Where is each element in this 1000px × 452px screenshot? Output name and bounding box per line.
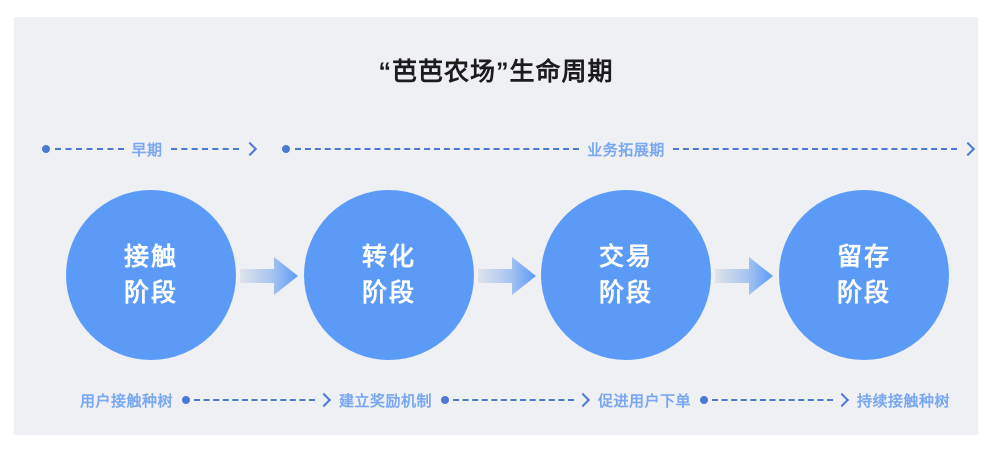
stage-label-line1: 接触: [123, 242, 178, 271]
arrow-head-icon: [578, 393, 589, 407]
stage-circle-conversion[interactable]: 转化 阶段: [304, 190, 474, 360]
stage-circle-retention[interactable]: 留存 阶段: [779, 190, 949, 360]
rail-start-dot-icon: [282, 145, 290, 153]
arrow-head-icon: [245, 142, 256, 156]
flow-arrow-icon: [240, 257, 298, 295]
dashed-line: [672, 148, 958, 150]
caption-connector: [441, 393, 589, 407]
connector-dot-icon: [182, 396, 191, 404]
caption-label-reward: 建立奖励机制: [339, 392, 433, 410]
stage-circle-transaction[interactable]: 交易 阶段: [541, 190, 711, 360]
caption-label-order: 促进用户下单: [598, 392, 692, 410]
dashed-line: [194, 399, 315, 401]
stage-label-line1: 转化: [361, 242, 416, 271]
flow-arrow-icon: [715, 257, 773, 295]
stage-label-line2: 阶段: [598, 279, 653, 307]
stage-label-line2: 阶段: [836, 279, 891, 307]
phase-rail-expansion: 业务拓展期: [282, 138, 974, 160]
phase-label-expansion: 业务拓展期: [587, 141, 665, 159]
caption-connector: [182, 393, 330, 407]
dashed-line: [453, 399, 574, 401]
stage-label-line2: 阶段: [123, 279, 178, 307]
connector-dot-icon: [700, 396, 709, 404]
connector-dot-icon: [441, 396, 450, 404]
dashed-line: [712, 399, 833, 401]
caption-connector: [700, 393, 848, 407]
phase-label-early: 早期: [131, 141, 163, 159]
dashed-line: [170, 148, 240, 150]
caption-label-retain: 持续接触种树: [857, 392, 951, 410]
diagram-panel: “芭芭农场”生命周期 早期 业务拓展期 接触 阶段 转化 阶段 交易 阶段 留存…: [14, 17, 978, 435]
caption-label-contact: 用户接触种树: [80, 392, 174, 410]
caption-rail: 用户接触种树 建立奖励机制 促进用户下单 持续接触种树: [80, 389, 950, 411]
arrow-head-icon: [837, 393, 848, 407]
stage-circle-contact[interactable]: 接触 阶段: [66, 190, 236, 360]
stage-label-line1: 留存: [836, 242, 891, 271]
dashed-line: [295, 148, 580, 150]
dashed-line: [55, 148, 124, 150]
rail-start-dot-icon: [42, 145, 50, 153]
stage-label-line2: 阶段: [361, 279, 416, 307]
arrow-head-icon: [963, 142, 974, 156]
stage-label-line1: 交易: [598, 242, 653, 271]
phase-rail-early: 早期: [42, 138, 256, 160]
flow-arrow-icon: [478, 257, 536, 295]
page-title: “芭芭农场”生命周期: [378, 58, 614, 86]
arrow-head-icon: [319, 393, 330, 407]
